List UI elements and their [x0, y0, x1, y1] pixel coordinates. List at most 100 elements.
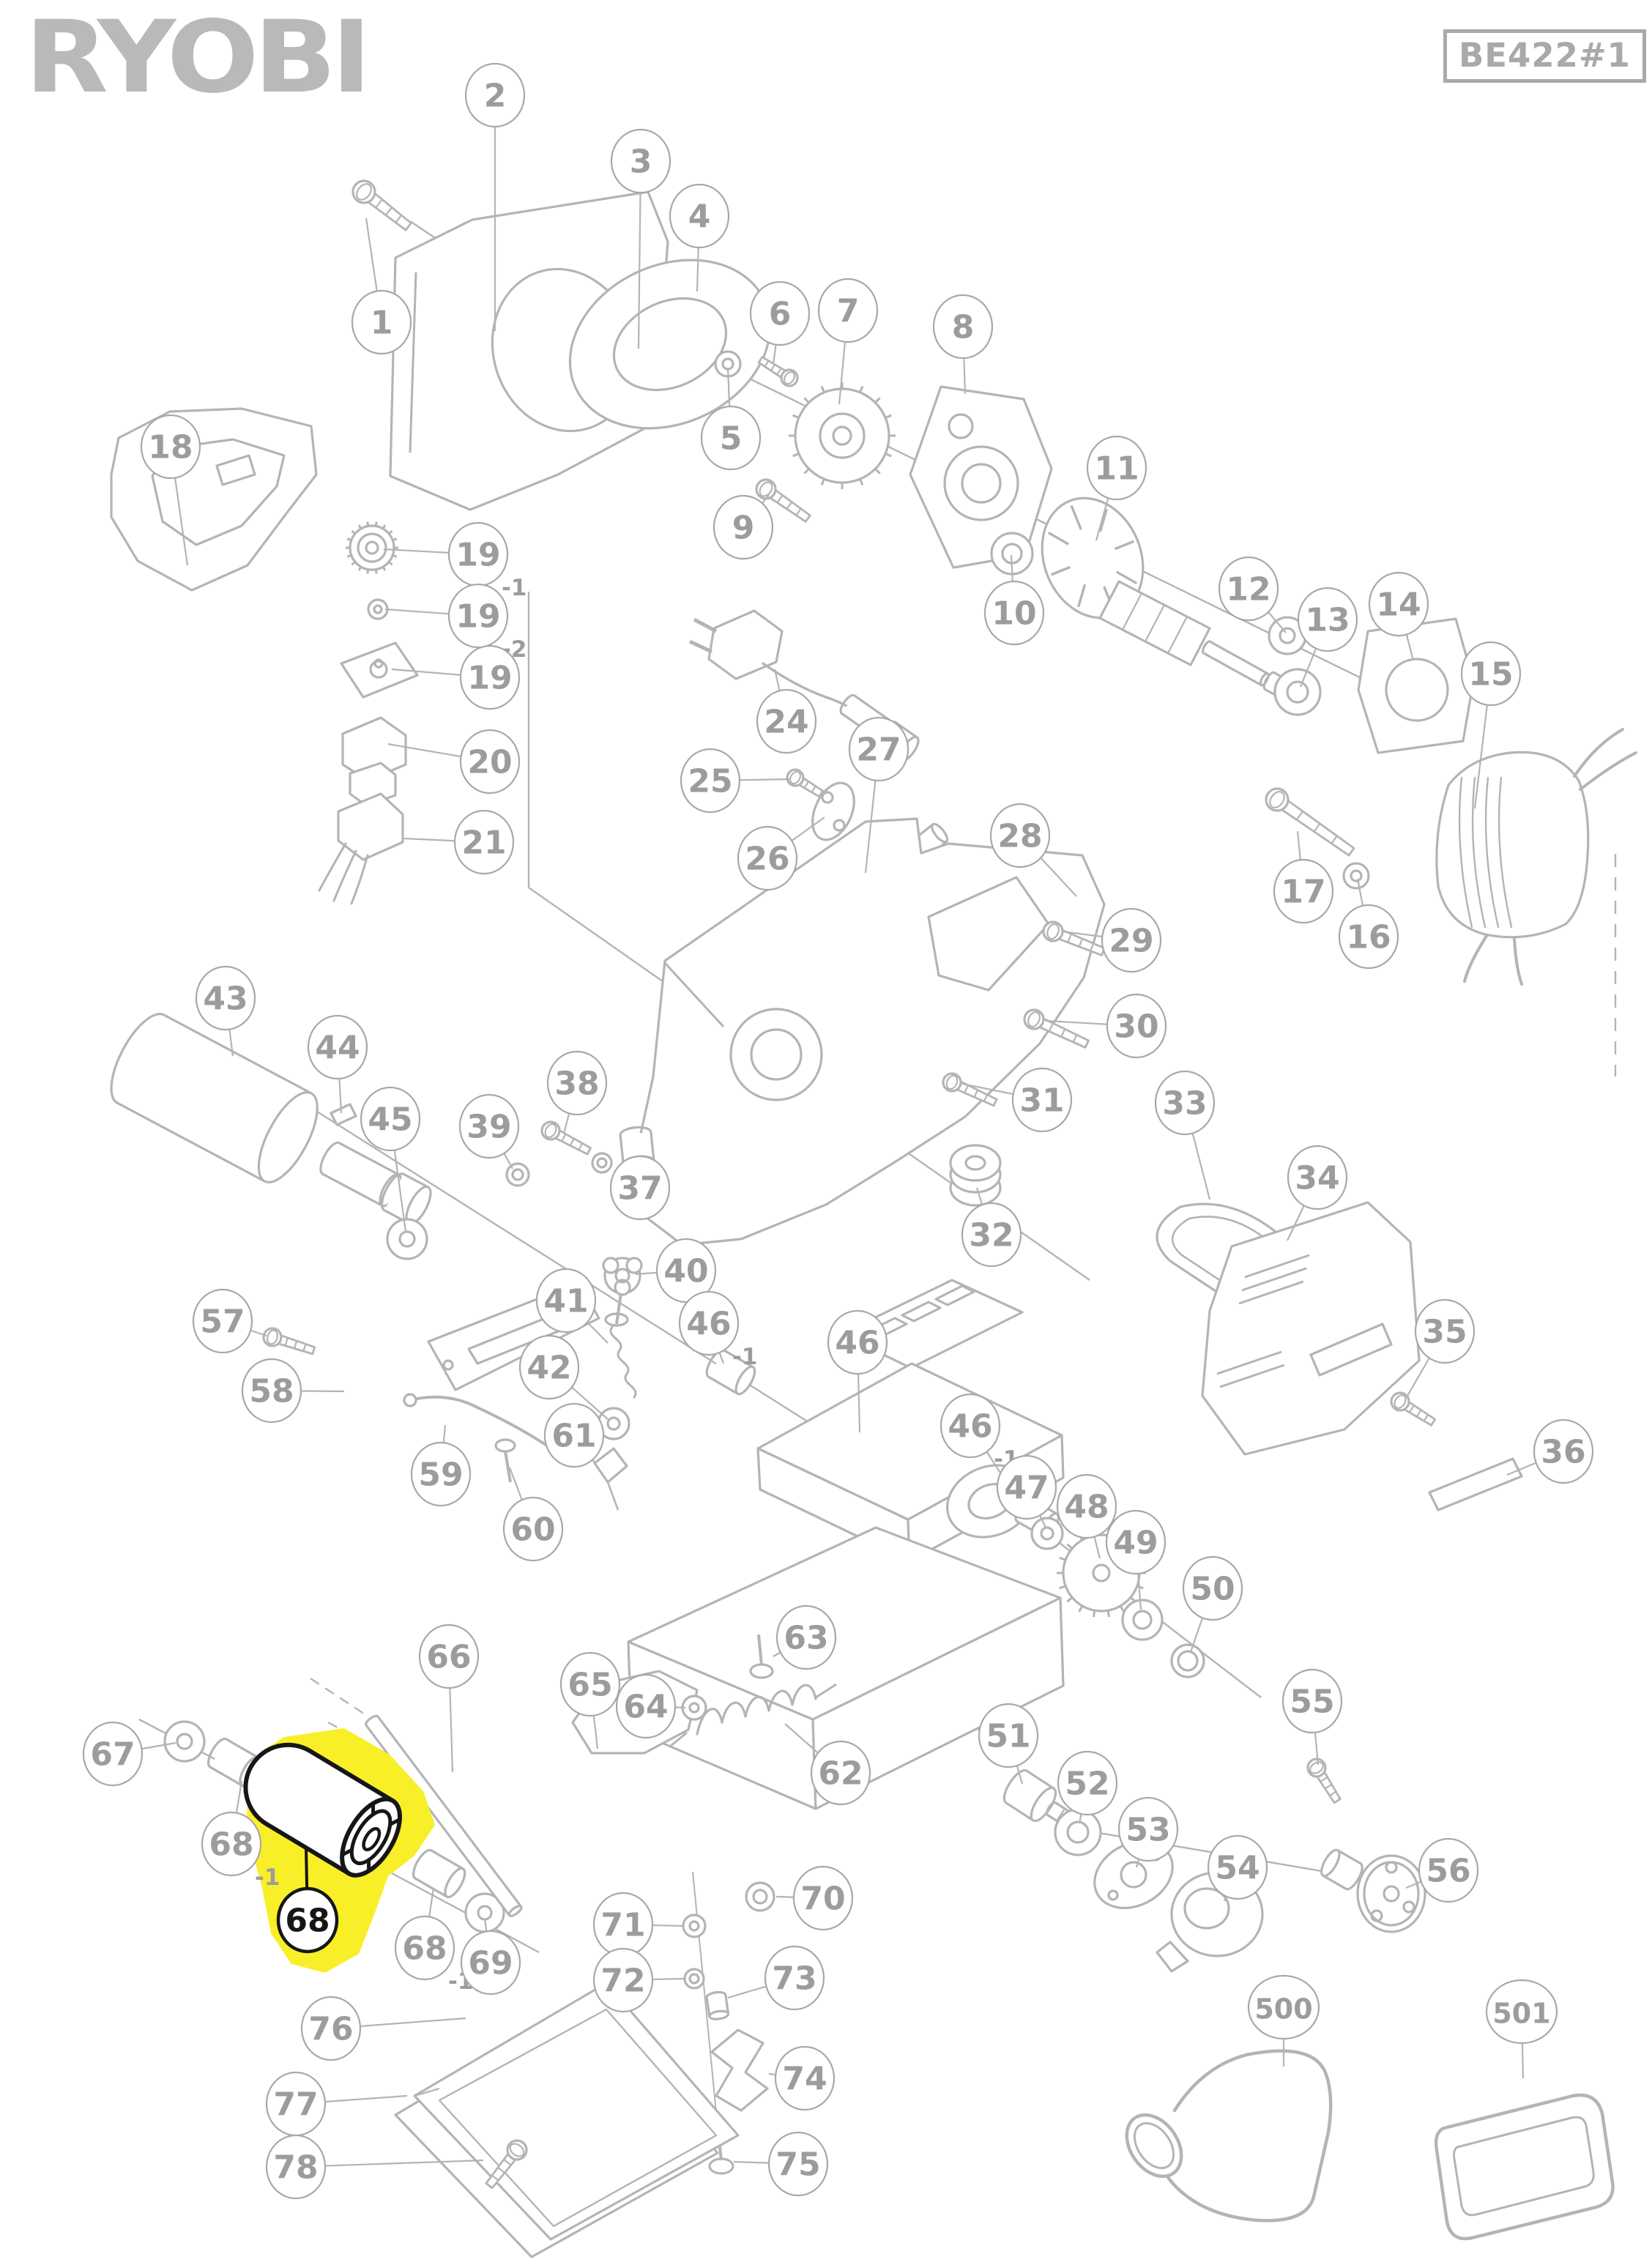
- callout-55[interactable]: 55: [1281, 1668, 1343, 1766]
- callout-number: 61: [551, 1418, 596, 1455]
- callout-10[interactable]: 10: [983, 554, 1045, 646]
- callout-53[interactable]: 53: [1117, 1796, 1179, 1868]
- callout-19-1[interactable]: 19-1: [383, 521, 527, 601]
- callout-58[interactable]: 58: [241, 1358, 345, 1424]
- callout-number: 15: [1468, 656, 1513, 693]
- callout-11[interactable]: 11: [1086, 435, 1147, 541]
- callout-number: 71: [600, 1907, 645, 1944]
- callout-45[interactable]: 45: [360, 1086, 421, 1232]
- callout-1[interactable]: 1: [351, 217, 412, 355]
- callout-18[interactable]: 18: [140, 414, 201, 566]
- callout-number: 17: [1281, 874, 1325, 911]
- callout-42[interactable]: 42: [518, 1334, 609, 1420]
- callout-21[interactable]: 21: [403, 809, 515, 875]
- callout-69[interactable]: 69: [460, 1918, 521, 1996]
- callout-74[interactable]: 74: [768, 2045, 836, 2111]
- callout-68[interactable]: 68: [276, 1848, 339, 1954]
- callout-44[interactable]: 44: [307, 1014, 368, 1114]
- callout-47[interactable]: 47: [996, 1454, 1057, 1528]
- callout-25[interactable]: 25: [680, 748, 790, 814]
- callout-57[interactable]: 57: [192, 1288, 267, 1354]
- callout-60[interactable]: 60: [502, 1467, 564, 1562]
- callout-number: 8: [952, 309, 975, 346]
- callout-62[interactable]: 62: [784, 1723, 871, 1806]
- callout-72[interactable]: 72: [592, 1947, 685, 2013]
- callout-76[interactable]: 76: [300, 1996, 466, 2061]
- callout-9[interactable]: 9: [712, 494, 774, 560]
- callout-19[interactable]: 19: [391, 644, 521, 710]
- callout-41[interactable]: 41: [535, 1268, 609, 1344]
- callout-number: 36: [1541, 1434, 1585, 1471]
- callout-46-1[interactable]: 46-1: [940, 1393, 1020, 1503]
- callout-15[interactable]: 15: [1460, 641, 1522, 809]
- callout-28[interactable]: 28: [989, 803, 1077, 897]
- callout-14[interactable]: 14: [1368, 571, 1429, 661]
- callout-20[interactable]: 20: [387, 729, 521, 795]
- callout-40[interactable]: 40: [635, 1238, 717, 1303]
- callout-46-1[interactable]: 46-1: [678, 1290, 757, 1370]
- callout-37[interactable]: 37: [609, 1155, 671, 1221]
- callout-33[interactable]: 33: [1154, 1070, 1216, 1200]
- callout-number: 70: [800, 1881, 845, 1918]
- callout-54[interactable]: 54: [1207, 1834, 1268, 1902]
- callout-13[interactable]: 13: [1297, 587, 1358, 688]
- callout-number: 54: [1215, 1850, 1260, 1887]
- callout-52[interactable]: 52: [1057, 1750, 1118, 1824]
- callout-68-1[interactable]: 68-1: [201, 1780, 280, 1891]
- callout-16[interactable]: 16: [1338, 878, 1399, 970]
- callout-number: 28: [997, 818, 1042, 855]
- callout-number: 10: [991, 595, 1036, 633]
- callout-500[interactable]: 500: [1247, 1974, 1320, 2067]
- callout-36[interactable]: 36: [1506, 1418, 1594, 1484]
- callout-12[interactable]: 12: [1218, 556, 1287, 633]
- callout-number: 1: [371, 305, 393, 342]
- callout-50[interactable]: 50: [1182, 1555, 1243, 1653]
- callout-4[interactable]: 4: [669, 183, 730, 292]
- callout-34[interactable]: 34: [1287, 1145, 1348, 1241]
- callout-63[interactable]: 63: [773, 1604, 837, 1670]
- selected-part-roller-68[interactable]: [230, 1729, 412, 1885]
- callout-77[interactable]: 77: [265, 2071, 408, 2137]
- callout-26[interactable]: 26: [737, 817, 825, 891]
- callout-17[interactable]: 17: [1273, 830, 1334, 924]
- callout-number: 19: [467, 660, 512, 697]
- callout-2[interactable]: 2: [464, 62, 526, 331]
- callout-43[interactable]: 43: [195, 965, 256, 1057]
- callout-39[interactable]: 39: [458, 1093, 520, 1169]
- callout-71[interactable]: 71: [592, 1892, 683, 1957]
- callout-7[interactable]: 7: [817, 278, 879, 405]
- callout-38[interactable]: 38: [546, 1050, 608, 1134]
- callout-8[interactable]: 8: [932, 294, 994, 395]
- callout-number: 62: [818, 1755, 863, 1793]
- callout-67[interactable]: 67: [82, 1721, 176, 1787]
- callout-3[interactable]: 3: [610, 128, 671, 349]
- callout-29[interactable]: 29: [1061, 907, 1162, 973]
- callout-24[interactable]: 24: [756, 669, 817, 754]
- callout-6[interactable]: 6: [749, 280, 811, 365]
- callout-number: 78: [273, 2149, 318, 2187]
- callout-56[interactable]: 56: [1405, 1837, 1479, 1903]
- callout-32[interactable]: 32: [961, 1187, 1022, 1268]
- callout-70[interactable]: 70: [775, 1865, 854, 1931]
- callout-75[interactable]: 75: [733, 2131, 829, 2197]
- callout-66[interactable]: 66: [418, 1624, 480, 1773]
- callout-49[interactable]: 49: [1105, 1509, 1167, 1610]
- callout-78[interactable]: 78: [265, 2134, 484, 2200]
- callout-61[interactable]: 61: [543, 1402, 605, 1468]
- callout-number: 30: [1114, 1008, 1158, 1046]
- callout-46[interactable]: 46: [827, 1309, 888, 1433]
- callout-73[interactable]: 73: [727, 1945, 825, 2011]
- callout-48[interactable]: 48: [1056, 1473, 1117, 1559]
- callout-30[interactable]: 30: [1045, 993, 1167, 1059]
- callout-51[interactable]: 51: [978, 1703, 1039, 1785]
- callout-64[interactable]: 64: [615, 1673, 686, 1739]
- callout-65[interactable]: 65: [559, 1651, 621, 1749]
- callout-31[interactable]: 31: [961, 1067, 1073, 1133]
- callout-27[interactable]: 27: [848, 716, 909, 874]
- callout-501[interactable]: 501: [1485, 1979, 1558, 2079]
- callout-59[interactable]: 59: [410, 1424, 472, 1507]
- callout-5[interactable]: 5: [700, 367, 762, 471]
- callout-35[interactable]: 35: [1407, 1298, 1476, 1396]
- callout-68-1[interactable]: 68-1: [394, 1887, 473, 1995]
